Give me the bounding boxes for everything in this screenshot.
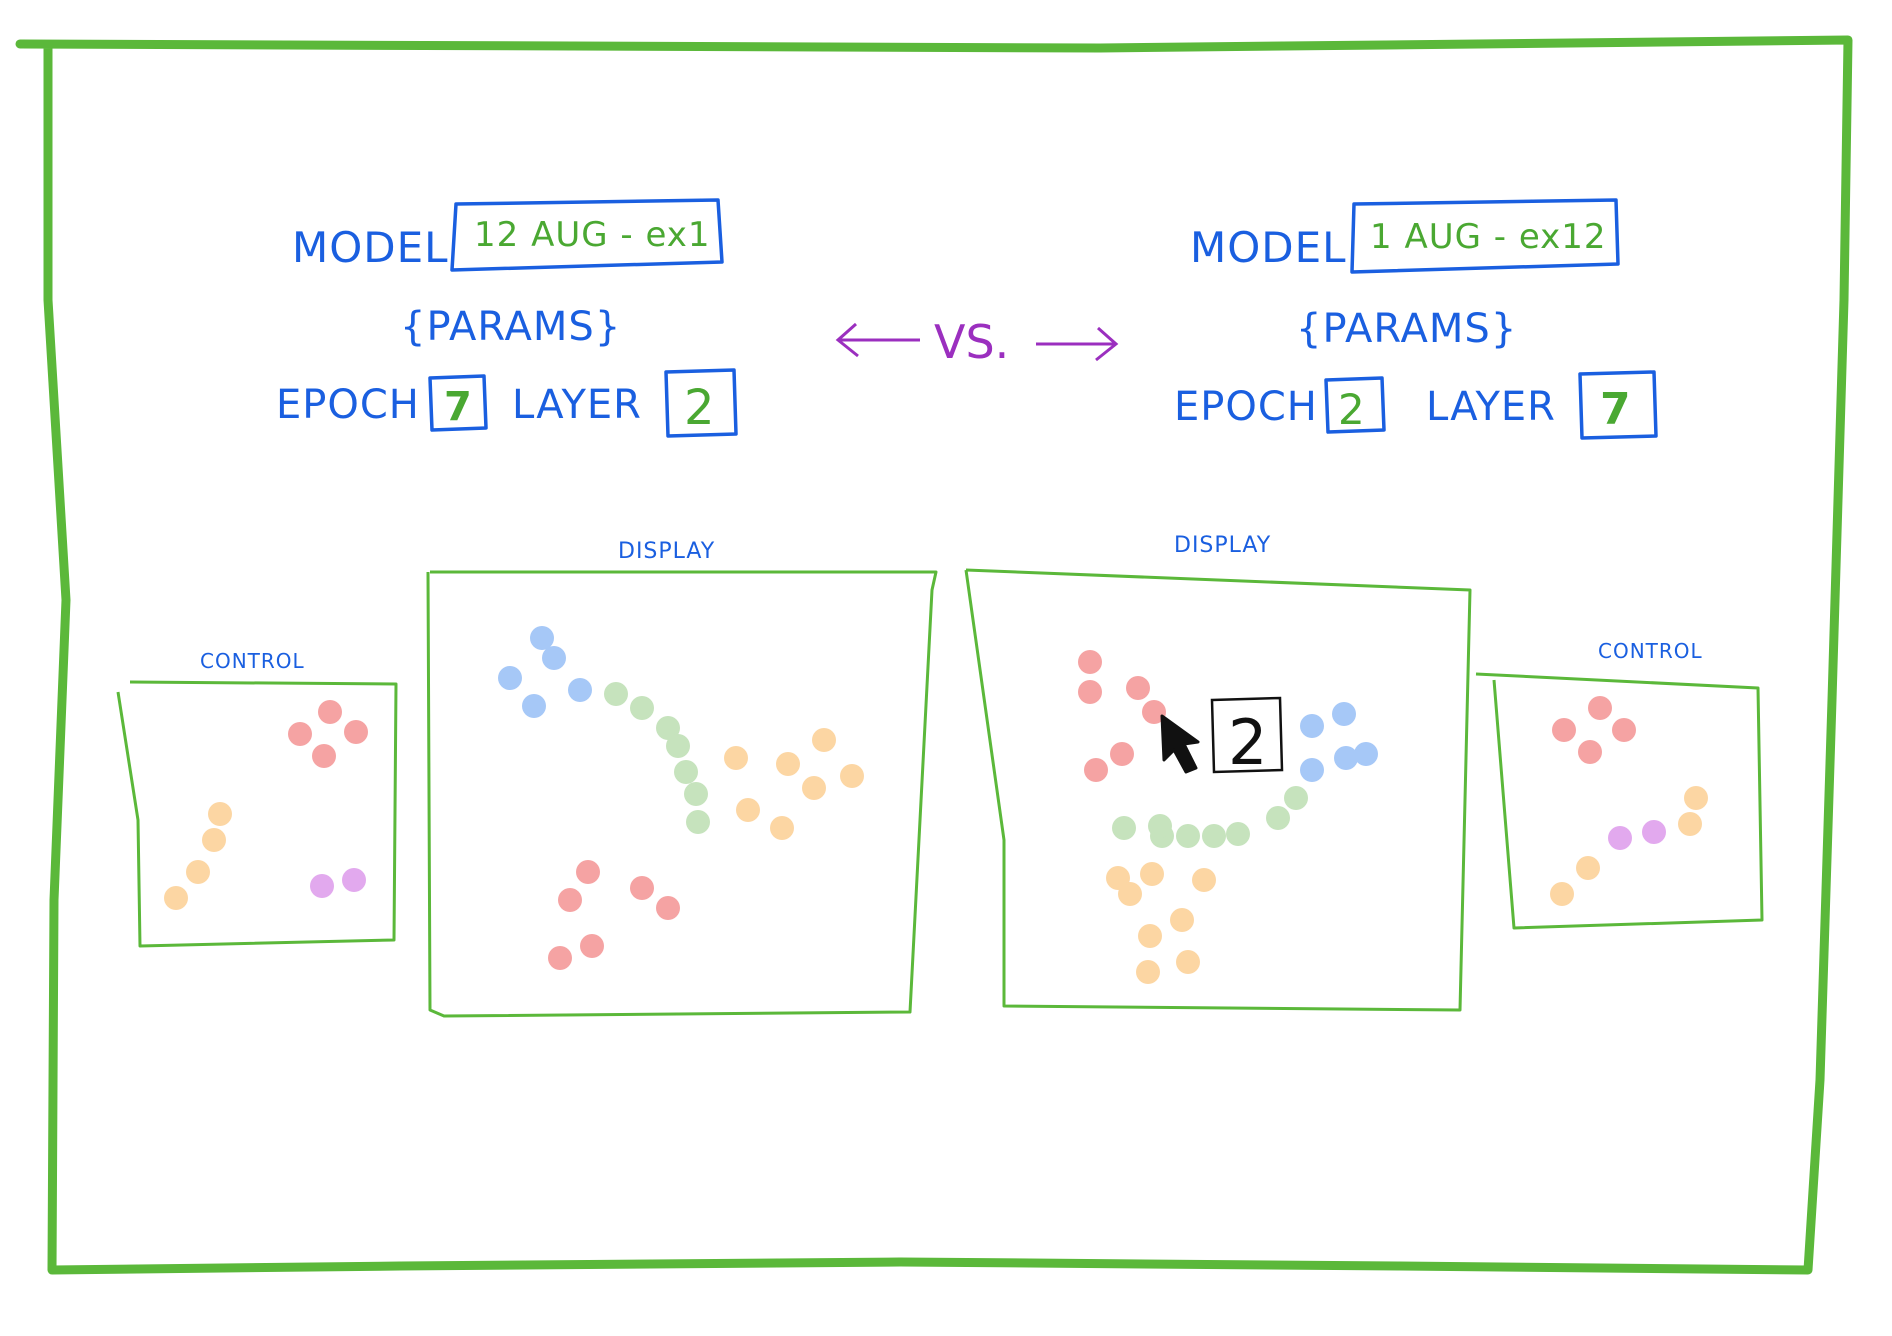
right-epoch-field-box: [1324, 376, 1386, 434]
right-control-dots: [1550, 696, 1708, 906]
dot-orange: [186, 860, 210, 884]
right-layer-field-box: [1578, 370, 1658, 440]
left-display-dots: [498, 626, 864, 970]
left-control-box: [116, 680, 398, 948]
versus-arrow: VS.: [835, 315, 1119, 369]
left-params-label[interactable]: {PARAMS}: [400, 304, 621, 350]
right-params-label[interactable]: {PARAMS}: [1296, 306, 1517, 352]
left-epoch-label: EPOCH: [276, 382, 420, 428]
right-control-box: [1475, 672, 1764, 930]
left-model-field-box: [450, 198, 724, 272]
dot-purple: [342, 868, 366, 892]
right-control-panel[interactable]: CONTROL: [1475, 639, 1764, 930]
dot-orange: [202, 828, 226, 852]
right-model-label: MODEL: [1190, 223, 1347, 272]
right-epoch-label: EPOCH: [1174, 384, 1318, 430]
dot-orange: [208, 802, 232, 826]
left-model-panel: MODEL 12 AUG - ex1 {PARAMS} EPOCH 7 LAYE…: [276, 198, 738, 438]
left-control-label: CONTROL: [200, 649, 305, 673]
left-epoch-field-box: [428, 374, 488, 432]
right-layer-label: LAYER: [1426, 384, 1556, 430]
right-display-panel[interactable]: DISPLAY: [964, 533, 1472, 1012]
right-control-label: CONTROL: [1598, 639, 1703, 663]
left-model-label: MODEL: [292, 223, 449, 272]
dot-red: [344, 720, 368, 744]
cursor-arrow-icon: [1160, 714, 1200, 774]
dot-red: [288, 722, 312, 746]
right-display-dots: [1078, 650, 1378, 984]
dot-purple: [310, 874, 334, 898]
left-display-box: [426, 570, 938, 1018]
left-control-panel[interactable]: CONTROL: [116, 649, 398, 948]
left-control-dots: [164, 700, 368, 910]
left-display-panel[interactable]: DISPLAY: [426, 539, 938, 1018]
dot-red: [312, 744, 336, 768]
dot-orange: [164, 886, 188, 910]
left-display-label: DISPLAY: [618, 539, 715, 564]
right-display-box: [964, 568, 1472, 1012]
left-model-value[interactable]: 12 AUG - ex1: [474, 215, 711, 255]
left-layer-value[interactable]: 2: [684, 380, 716, 436]
right-model-field-box: [1350, 198, 1620, 274]
outer-frame: [15, 35, 1853, 1275]
right-display-label: DISPLAY: [1174, 533, 1271, 558]
left-epoch-value[interactable]: 7: [444, 384, 473, 430]
cursor-badge-value: 2: [1228, 706, 1267, 779]
right-model-value[interactable]: 1 AUG - ex12: [1370, 217, 1607, 257]
cursor-badge: 2: [1210, 696, 1284, 779]
left-layer-label: LAYER: [512, 382, 642, 428]
right-layer-value[interactable]: 7: [1600, 384, 1632, 435]
right-epoch-value[interactable]: 2: [1338, 385, 1366, 434]
dot-red: [318, 700, 342, 724]
left-layer-field-box: [664, 368, 738, 438]
vs-arrow-left-icon: [835, 322, 920, 358]
vs-label: VS.: [934, 315, 1009, 369]
vs-arrow-right-icon: [1036, 326, 1119, 362]
right-model-panel: MODEL 1 AUG - ex12 {PARAMS} EPOCH 2 LAYE…: [1174, 198, 1658, 440]
